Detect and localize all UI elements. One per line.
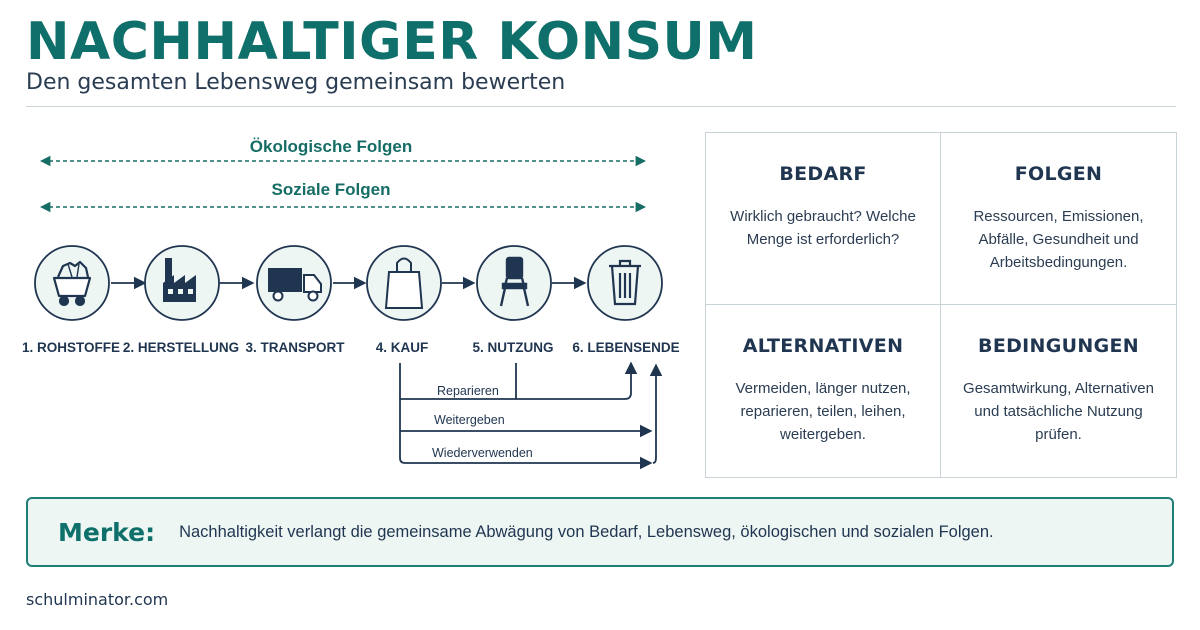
criteria-bedarf: BEDARF Wirklich gebraucht? Welche Menge … [706,133,941,305]
step-label: 3. TRANSPORT [245,340,345,355]
step-nutzung: 5. NUTZUNG [473,245,554,355]
criteria-heading: BEDINGUNGEN [978,335,1139,357]
page-title: NACHHALTIGER KONSUM [26,12,758,72]
loop-wiederverwenden-label: Wiederverwenden [432,446,533,460]
loop-reparieren [399,361,638,400]
band-ecological-label: Ökologische Folgen [250,137,412,156]
step-label: 4. KAUF [376,340,429,355]
step-label: 5. NUTZUNG [473,340,554,355]
step-herstellung: 2. HERSTELLUNG [123,245,239,355]
trash-can-icon [609,259,641,306]
step-label: 2. HERSTELLUNG [123,340,239,355]
factory-icon [163,258,196,302]
criteria-bedingungen: BEDINGUNGEN Gesamtwirkung, Alternativen … [941,305,1176,477]
criteria-text: Ressourcen, Emissionen, Abfälle, Gesundh… [973,208,1144,271]
step-transport: 3. TRANSPORT [245,245,345,355]
step-kauf: 4. KAUF [366,245,442,355]
lifecycle-diagram: Ökologische Folgen Soziale Folgen 1. ROH… [22,137,680,470]
footer-source: schulminator.com [26,590,169,609]
step-label: 6. LEBENSENDE [572,340,679,355]
criteria-alternativen: ALTERNATIVEN Vermeiden, länger nutzen, r… [706,305,941,477]
step-label: 1. ROHSTOFFE [22,340,120,355]
loop-weitergeben [399,399,653,438]
merke-label: Merke: [58,517,156,547]
step-lebensende: 6. LEBENSENDE [572,245,680,355]
chair-icon [499,256,530,307]
criteria-text: Gesamtwirkung, Alternativen und tatsächl… [963,380,1154,443]
shopping-bag-icon [384,257,424,309]
loop-weitergeben-label: Weitergeben [434,413,505,427]
criteria-folgen: FOLGEN Ressourcen, Emissionen, Abfälle, … [941,133,1176,305]
criteria-heading: FOLGEN [1014,163,1103,185]
page-subtitle: Den gesamten Lebensweg gemeinsam bewerte… [26,70,566,95]
criteria-text: Vermeiden, länger nutzen, reparieren, te… [735,380,911,443]
merke-box: Merke: Nachhaltigkeit verlangt die gemei… [26,497,1174,567]
truck-icon [268,268,322,302]
criteria-heading: BEDARF [779,163,867,185]
band-social-label: Soziale Folgen [271,180,390,199]
loop-wiederverwenden [399,363,663,470]
criteria-text: Wirklich gebraucht? Welche Menge ist erf… [730,208,916,248]
title-divider [26,106,1176,107]
criteria-grid: BEDARF Wirklich gebraucht? Welche Menge … [705,132,1177,478]
criteria-heading: ALTERNATIVEN [742,335,904,357]
merke-text: Nachhaltigkeit verlangt die gemeinsame A… [179,522,994,541]
mine-cart-icon [52,260,92,307]
loop-reparieren-label: Reparieren [437,384,499,398]
step-rohstoffe: 1. ROHSTOFFE [22,245,120,355]
